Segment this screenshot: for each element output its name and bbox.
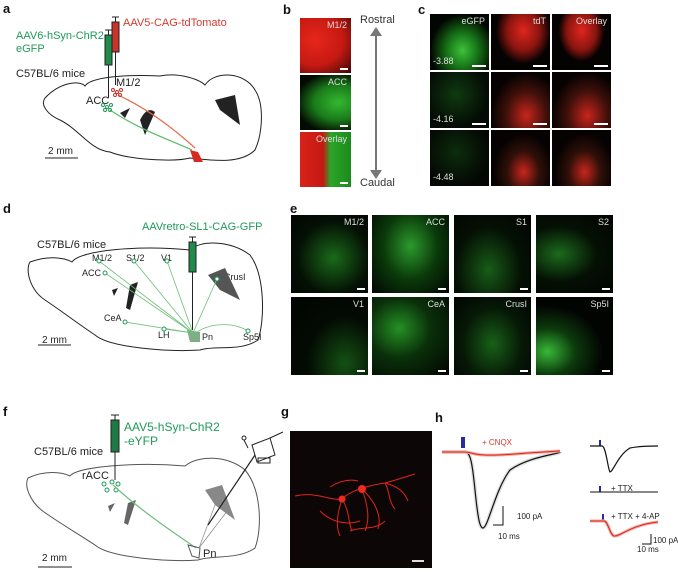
image-c-tdt-row1: tdT bbox=[491, 14, 550, 70]
panel-e-label: e bbox=[290, 201, 298, 216]
panel-f-label: f bbox=[3, 404, 8, 419]
cnqx-label: + CNQX bbox=[482, 438, 513, 447]
image-e-acc: ACC bbox=[372, 215, 449, 293]
virus-label-f: AAV5-hSyn-ChR2 bbox=[124, 420, 220, 434]
image-label: Overlay bbox=[315, 134, 347, 144]
virus-green-label: AAV6-hSyn-ChR2- bbox=[16, 30, 108, 42]
image-label: CrusI bbox=[505, 299, 527, 309]
caudal-label: Caudal bbox=[360, 177, 395, 189]
image-e-v1: V1 bbox=[291, 297, 368, 375]
image-c-egfp-row2: -4.16 bbox=[430, 72, 489, 128]
region-label-sp5i: Sp5I bbox=[243, 332, 262, 342]
depth-label: -4.16 bbox=[433, 114, 454, 124]
image-c-egfp-row3: -4.48 bbox=[430, 130, 489, 186]
region-label-racc: rACC bbox=[82, 470, 109, 482]
image-c-overlay-row2 bbox=[552, 72, 611, 128]
panel-h-label: h bbox=[435, 410, 443, 425]
image-c-egfp-row1: eGFP -3.88 bbox=[430, 14, 489, 70]
virus-label-d: AAVretro-SL1-CAG-GFP bbox=[142, 221, 263, 233]
region-label-crusi: CrusI bbox=[224, 272, 246, 282]
image-label: M1/2 bbox=[326, 20, 347, 30]
mice-label: C57BL/6 mice bbox=[16, 68, 86, 80]
region-label-cea: CeA bbox=[104, 313, 122, 323]
rostral-label: Rostral bbox=[360, 14, 395, 26]
image-e-m12: M1/2 bbox=[291, 215, 368, 293]
recording-electrode-icon bbox=[207, 431, 284, 526]
region-label-v1: V1 bbox=[161, 253, 173, 263]
region-label-acc: ACC bbox=[82, 268, 102, 278]
scale-x-label: 10 ms bbox=[498, 532, 520, 541]
image-label: V1 bbox=[352, 299, 364, 309]
scale2-y-label: 100 pA bbox=[653, 536, 678, 545]
panel-b-label: b bbox=[283, 2, 291, 17]
panel-c-label: c bbox=[418, 2, 426, 17]
image-b-acc: ACC bbox=[300, 75, 351, 130]
image-e-s2: S2 bbox=[536, 215, 613, 293]
image-label: eGFP bbox=[461, 16, 485, 26]
panel-g-label: g bbox=[281, 404, 289, 419]
light-pulse-icon bbox=[461, 437, 465, 448]
image-label: ACC bbox=[425, 217, 445, 227]
mice-label-d: C57BL/6 mice bbox=[37, 239, 107, 251]
scale-bar bbox=[493, 506, 504, 526]
region-label-pn: Pn bbox=[202, 332, 214, 342]
depth-label: -4.48 bbox=[433, 172, 454, 182]
image-c-tdt-row2 bbox=[491, 72, 550, 128]
image-e-crusi: CrusI bbox=[454, 297, 531, 375]
mice-label-f: C57BL/6 mice bbox=[34, 446, 104, 458]
image-e-s1: S1 bbox=[454, 215, 531, 293]
region-label-s12: S1/2 bbox=[126, 253, 145, 263]
scale-label-f: 2 mm bbox=[42, 553, 67, 564]
image-label: tdT bbox=[532, 16, 546, 26]
virus-label-f-2: -eYFP bbox=[124, 434, 159, 448]
scale-bar bbox=[412, 560, 424, 562]
neuron-morphology bbox=[294, 473, 424, 562]
image-c-overlay-row3 bbox=[552, 130, 611, 186]
ttx-label: + TTX bbox=[611, 484, 633, 493]
depth-label: -3.88 bbox=[433, 56, 454, 66]
image-c-overlay-row1: Overlay bbox=[552, 14, 611, 70]
scale-y-label: 100 pA bbox=[517, 512, 543, 521]
image-label: S1 bbox=[515, 217, 527, 227]
image-e-cea: CeA bbox=[372, 297, 449, 375]
syringe-icon bbox=[110, 414, 120, 480]
image-b-m12: M1/2 bbox=[300, 18, 351, 73]
image-label: CeA bbox=[427, 299, 445, 309]
image-label: Sp5I bbox=[590, 299, 609, 309]
image-label: Overlay bbox=[575, 16, 607, 26]
region-label-m12: M1/2 bbox=[92, 253, 113, 263]
image-label: S2 bbox=[597, 217, 609, 227]
syringe-red-icon bbox=[111, 16, 120, 85]
image-b-overlay: Overlay bbox=[300, 132, 351, 187]
scale2-x-label: 10 ms bbox=[637, 545, 659, 554]
image-label: ACC bbox=[327, 77, 347, 87]
region-label-pn-f: Pn bbox=[203, 548, 217, 560]
image-c-tdt-row3 bbox=[491, 130, 550, 186]
brain-diagram-a bbox=[43, 16, 262, 162]
virus-red-label: AAV5-CAG-tdTomato bbox=[123, 17, 227, 29]
region-m12-label: M1/2 bbox=[116, 77, 141, 89]
scale-label: 2 mm bbox=[48, 146, 73, 157]
ttx-4ap-label: + TTX + 4-AP bbox=[611, 512, 660, 521]
region-label-lh: LH bbox=[158, 330, 170, 340]
virus-green-label-2: eGFP bbox=[16, 43, 45, 55]
image-label: M1/2 bbox=[343, 217, 364, 227]
image-e-sp5i: Sp5I bbox=[536, 297, 613, 375]
panel-d-label: d bbox=[3, 201, 11, 216]
scale-label-d: 2 mm bbox=[42, 335, 67, 346]
scale-bar-2 bbox=[642, 534, 652, 545]
image-g-neuron bbox=[290, 431, 432, 568]
syringe-icon bbox=[188, 236, 197, 330]
panel-a-label: a bbox=[3, 1, 11, 16]
syringe-green-icon bbox=[104, 29, 113, 98]
